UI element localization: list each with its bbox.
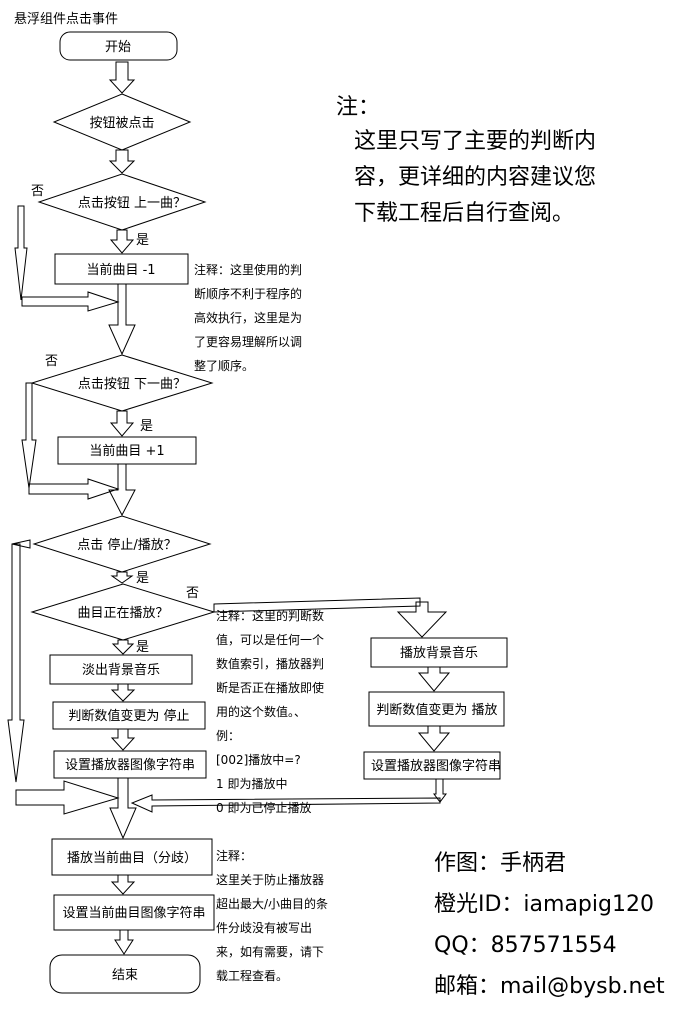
start-terminal[interactable] [59, 31, 178, 61]
note-2-line: 例： [216, 729, 241, 743]
note-1-line: 高效执行，这里是为 [194, 311, 303, 325]
node-text-play-bg: 播放背景音乐 [400, 645, 478, 661]
process-set-stop[interactable] [52, 701, 206, 730]
arrow-no3-down [7, 543, 25, 783]
note-3-line: 来，如有需要，请下 [216, 945, 325, 959]
arrow-cur-minus-down [108, 283, 136, 356]
note-2: 注释：这里的判断数 值，可以是任何一个 数值索引，播放器判 断是否正在播放即使 … [216, 604, 324, 820]
node-text-end: 结束 [112, 968, 138, 983]
edge-label-no2: 否 [45, 354, 59, 369]
note-3-line: 这里关于防止播放器 [216, 873, 325, 887]
note-2-line: [002]播放中=? [216, 753, 301, 767]
edge-label-yes1: 是 [136, 233, 150, 248]
arrow-no1-right [21, 291, 120, 312]
node-text-btn-clicked: 按钮被点击 [89, 116, 154, 131]
note-1-line: 注释：这里使用的判 [194, 263, 303, 277]
arrow-no2-down [21, 382, 37, 489]
node-text-is-playing-q: 曲目正在播放？ [77, 606, 168, 621]
note-2-line: 数值索引，播放器判 [216, 657, 325, 671]
process-set-track-img[interactable] [53, 894, 215, 931]
arrow-is-playing-to-fade [111, 639, 135, 655]
arrow-img-to-play-current [109, 777, 137, 840]
node-text-set-player-img-left: 设置播放器图像字符串 [65, 757, 195, 773]
arrow-no1-down [14, 205, 28, 301]
note-3-line: 件分歧没有被写出 [216, 921, 313, 935]
note-2-line: 断是否正在播放即使 [216, 681, 325, 695]
note-3: 注释： 这里关于防止播放器 超出最大/小曲目的条 件分歧没有被写出 来，如有需要… [216, 844, 328, 988]
arrow-fade-to-set-stop [110, 683, 136, 702]
note-1-line: 整了顺序。 [194, 359, 255, 373]
node-text-cur-minus: 当前曲目 -1 [86, 262, 155, 278]
edge-label-no4: 否 [186, 586, 200, 601]
arrow-cur-plus-down [108, 463, 136, 517]
edge-label-yes4: 是 [136, 640, 150, 655]
note-3-line: 注释： [216, 849, 253, 863]
process-cur-plus[interactable] [57, 436, 197, 465]
node-text-prev-q: 点击按钮 上一曲？ [78, 196, 186, 211]
node-text-play-current: 播放当前曲目（分歧） [67, 850, 197, 866]
arrow-no4-down [396, 601, 448, 638]
arrow-set-track-to-end [114, 929, 134, 955]
node-text-set-track-img: 设置当前曲目图像字符串 [62, 905, 205, 921]
arrow-start-to-btn [108, 61, 136, 94]
arrow-yes1 [109, 229, 135, 254]
arrow-no3-right [15, 780, 120, 815]
credit-author: 作图：手柄君 [434, 851, 567, 876]
node-text-start: 开始 [105, 40, 131, 55]
note-1: 注释：这里使用的判 断顺序不利于程序的 高效执行，这里是为 了更容易理解所以调 … [194, 258, 302, 378]
end-terminal[interactable] [49, 954, 201, 994]
note-3-line: 载工程查看。 [216, 969, 289, 983]
main-note-head: 注： [336, 95, 381, 120]
node-text-set-player-img-right: 设置播放器图像字符串 [371, 758, 501, 774]
main-note-line: 下载工程后自行查阅。 [354, 201, 575, 226]
edge-label-no1: 否 [31, 184, 45, 199]
credits: 作图：手柄君 橙光ID：iamapig120 QQ：857571554 邮箱：m… [434, 850, 665, 1001]
arrow-setplay-to-img [417, 725, 451, 752]
edge-label-yes2: 是 [140, 419, 154, 434]
edge-label-yes3: 是 [136, 571, 150, 586]
main-note-line: 容，更详细的内容建议您 [354, 165, 597, 190]
arrow-playbg-to-setplay [417, 666, 451, 692]
node-text-cur-plus: 当前曲目 +1 [89, 443, 164, 459]
arrow-no3-tip [11, 539, 31, 549]
arrow-play-current-to-set-track [110, 874, 136, 895]
arrow-yes2 [109, 410, 135, 437]
note-2-line: 值，可以是任何一个 [216, 633, 325, 647]
note-2-line: 注释：这里的判断数 [216, 609, 325, 623]
arrow-no2-right [28, 478, 120, 500]
note-3-line: 超出最大/小曲目的条 [216, 897, 329, 911]
note-1-line: 了更容易理解所以调 [194, 335, 303, 349]
note-1-line: 断顺序不利于程序的 [194, 287, 303, 301]
node-text-next-q: 点击按钮 下一曲？ [78, 377, 186, 392]
arrow-btn-to-prev [108, 149, 136, 174]
arrow-yes3 [110, 571, 134, 584]
note-2-line: 用的这个数值。、 [216, 705, 307, 719]
credit-email: 邮箱：mail@bysb.net [434, 974, 665, 999]
credit-qq: QQ：857571554 [434, 933, 617, 958]
arrow-merge-left [130, 794, 441, 813]
process-play-current[interactable] [51, 838, 213, 876]
main-note-line: 这里只写了主要的判断内 [354, 129, 597, 154]
process-set-player-img-right[interactable] [363, 751, 501, 780]
credit-id: 橙光ID：iamapig120 [434, 892, 654, 917]
node-text-stop-play-q: 点击 停止/播放？ [77, 537, 177, 553]
node-text-fade-out: 淡出背景音乐 [82, 662, 160, 678]
node-text-set-stop: 判断数值变更为 停止 [68, 708, 189, 724]
arrow-right-img-down [433, 778, 447, 803]
node-text-set-play: 判断数值变更为 播放 [376, 702, 497, 718]
note-2-line: 1 即为播放中 [216, 777, 288, 791]
arrow-set-stop-to-img [110, 728, 136, 751]
arrow-no4-right [213, 597, 421, 613]
note-2-line: 0 即为已停止播放 [216, 801, 312, 815]
process-set-player-img-left[interactable] [53, 750, 207, 779]
main-note-body: 这里只写了主要的判断内 容，更详细的内容建议您 下载工程后自行查阅。 [354, 124, 596, 232]
diagram-title: 悬浮组件点击事件 [14, 12, 119, 27]
